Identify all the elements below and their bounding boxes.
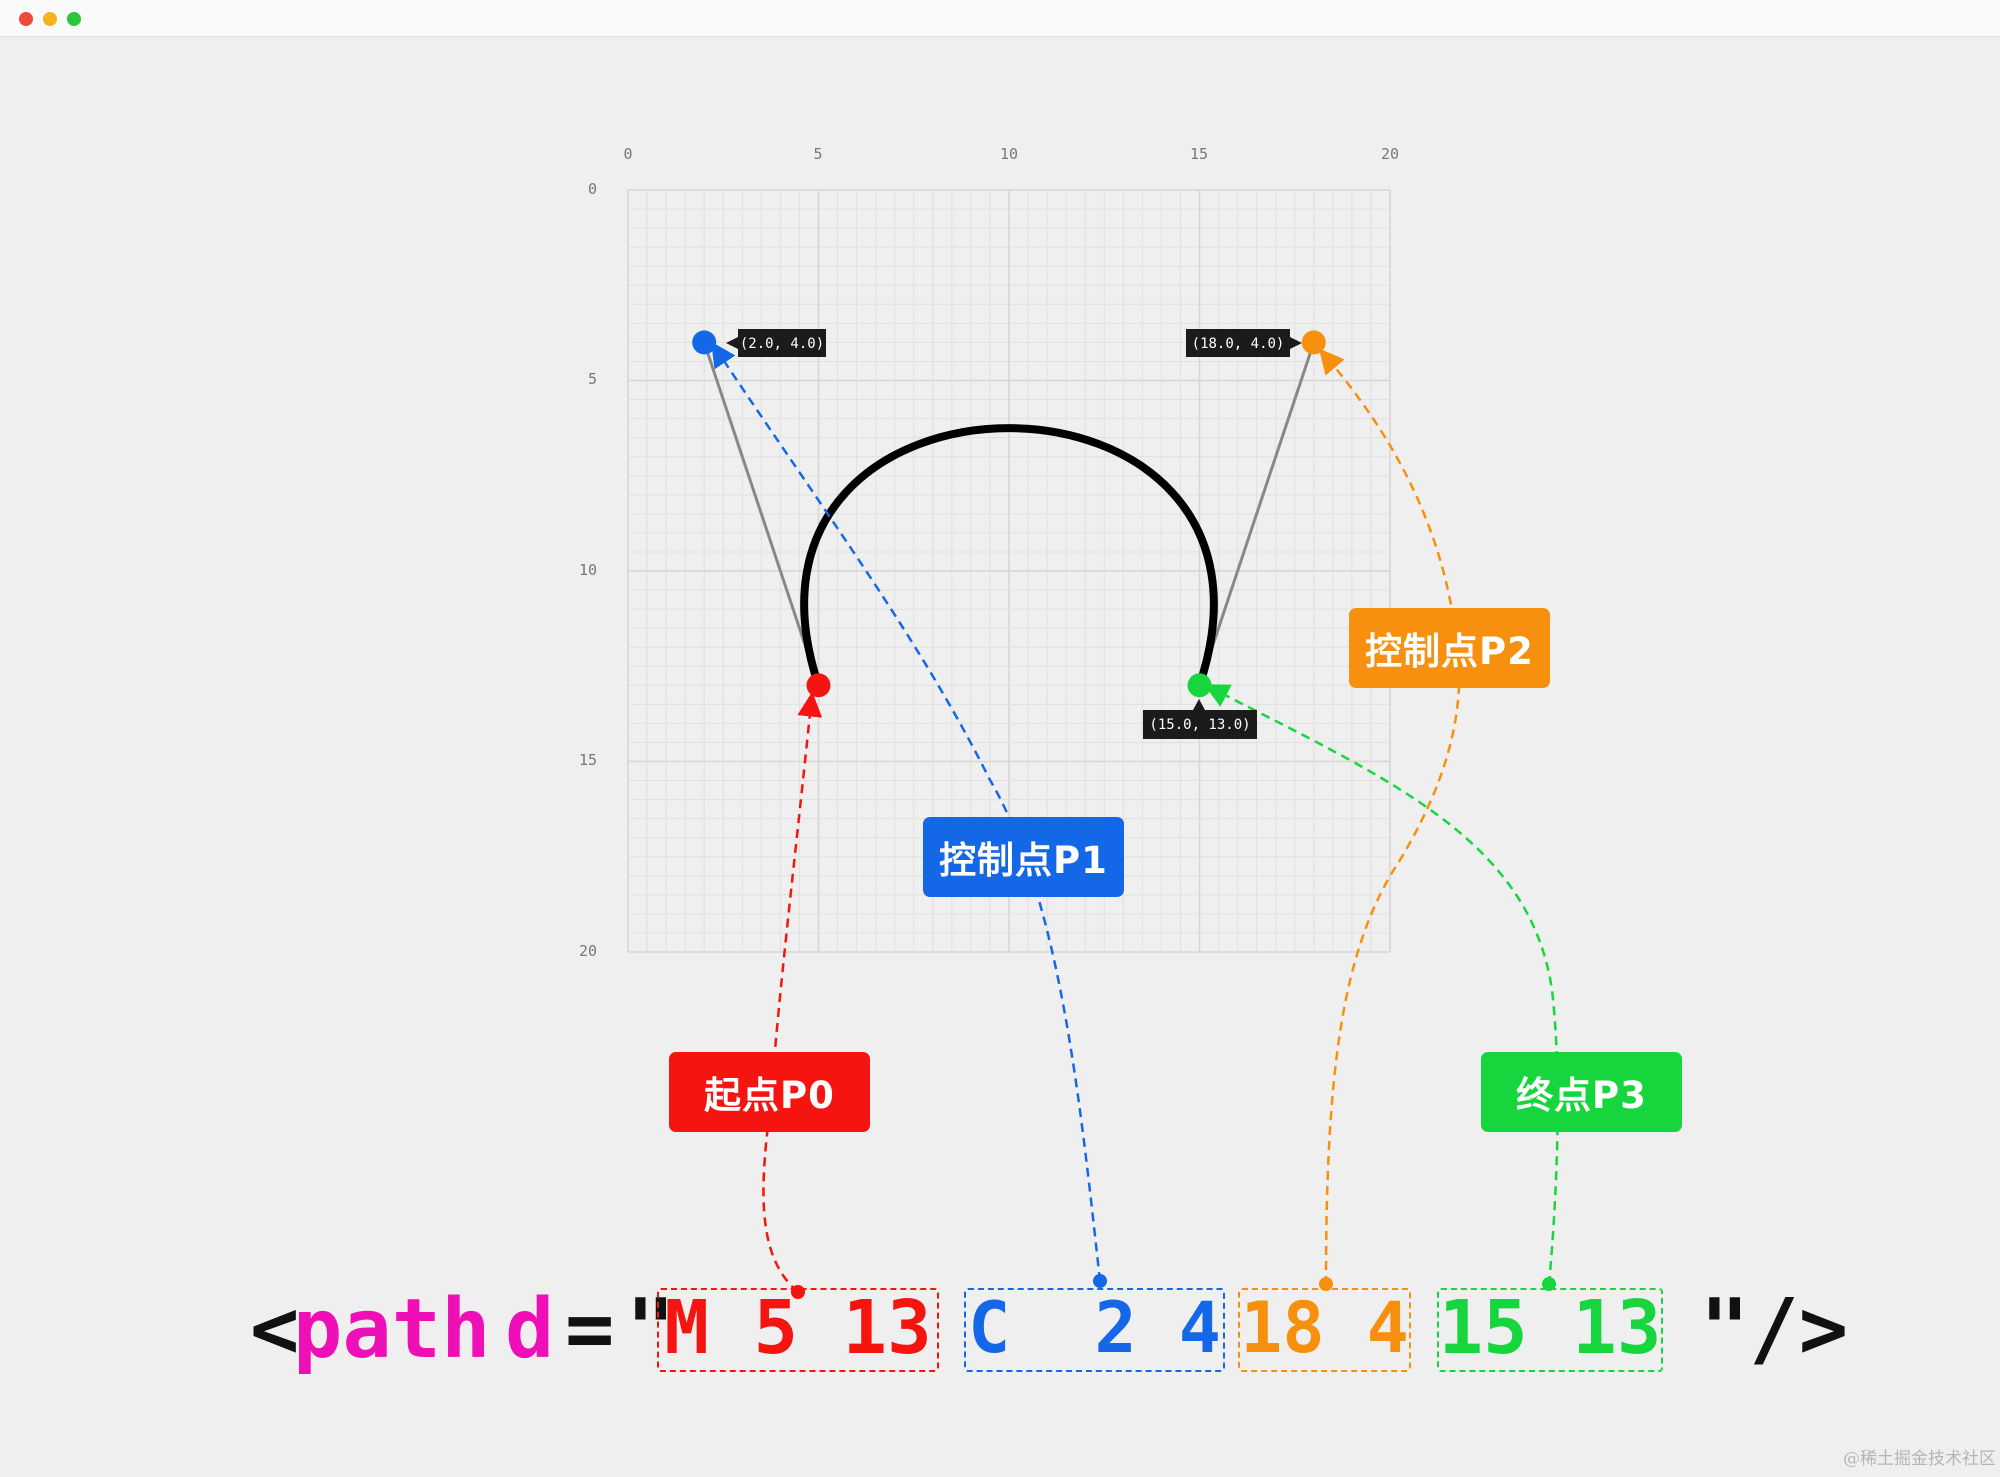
cubic-bezier-curve [800,424,1218,690]
connector-p2 [1318,348,1461,1286]
x-tick-5: 5 [813,145,822,163]
tooltip-p2: (18.0, 4.0) [1186,329,1302,357]
connector-p3-origin-dot [1542,1277,1556,1291]
connector-p2-origin-dot [1319,1277,1333,1291]
tooltip-p3: (15.0, 13.0) [1143,699,1257,739]
label-control-p2: 控制点P2 [1349,608,1550,688]
connector-p1-origin-dot [1093,1274,1107,1288]
tooltip-p2-text: (18.0, 4.0) [1192,336,1285,352]
title-bar [0,0,2000,37]
axis-ticks: 0 5 10 15 20 0 5 10 15 20 [579,145,1399,960]
close-window-button[interactable] [19,12,33,26]
control-point-p1[interactable] [692,330,717,355]
y-tick-20: 20 [579,942,597,960]
control-handle-p2 [1198,341,1316,686]
y-tick-15: 15 [579,751,597,769]
end-point-p3[interactable] [1187,673,1212,698]
connector-p1 [711,341,1102,1282]
tooltip-p1-text: (2.0, 4.0) [740,336,824,352]
y-tick-5: 5 [588,370,597,388]
minimize-window-button[interactable] [43,12,57,26]
x-tick-20: 20 [1381,145,1399,163]
x-tick-0: 0 [623,145,632,163]
tooltip-p3-text: (15.0, 13.0) [1149,717,1250,733]
connector-p0 [762,691,823,1293]
label-start-p0: 起点P0 [669,1052,870,1132]
start-point-p0[interactable] [806,673,831,698]
watermark: @稀土掘金技术社区 [1843,1449,1996,1469]
label-end-p3: 终点P3 [1481,1052,1682,1132]
connector-p0-origin-dot [791,1285,805,1299]
coordinate-grid [627,189,1391,953]
control-point-p2[interactable] [1301,330,1326,355]
control-handle-p1 [702,341,820,686]
y-tick-10: 10 [579,561,597,579]
x-tick-15: 15 [1190,145,1208,163]
x-tick-10: 10 [1000,145,1018,163]
tooltip-p1: (2.0, 4.0) [726,329,826,357]
label-control-p1: 控制点P1 [923,817,1124,897]
y-tick-0: 0 [588,180,597,198]
connector-p3 [1203,684,1559,1286]
zoom-window-button[interactable] [67,12,81,26]
